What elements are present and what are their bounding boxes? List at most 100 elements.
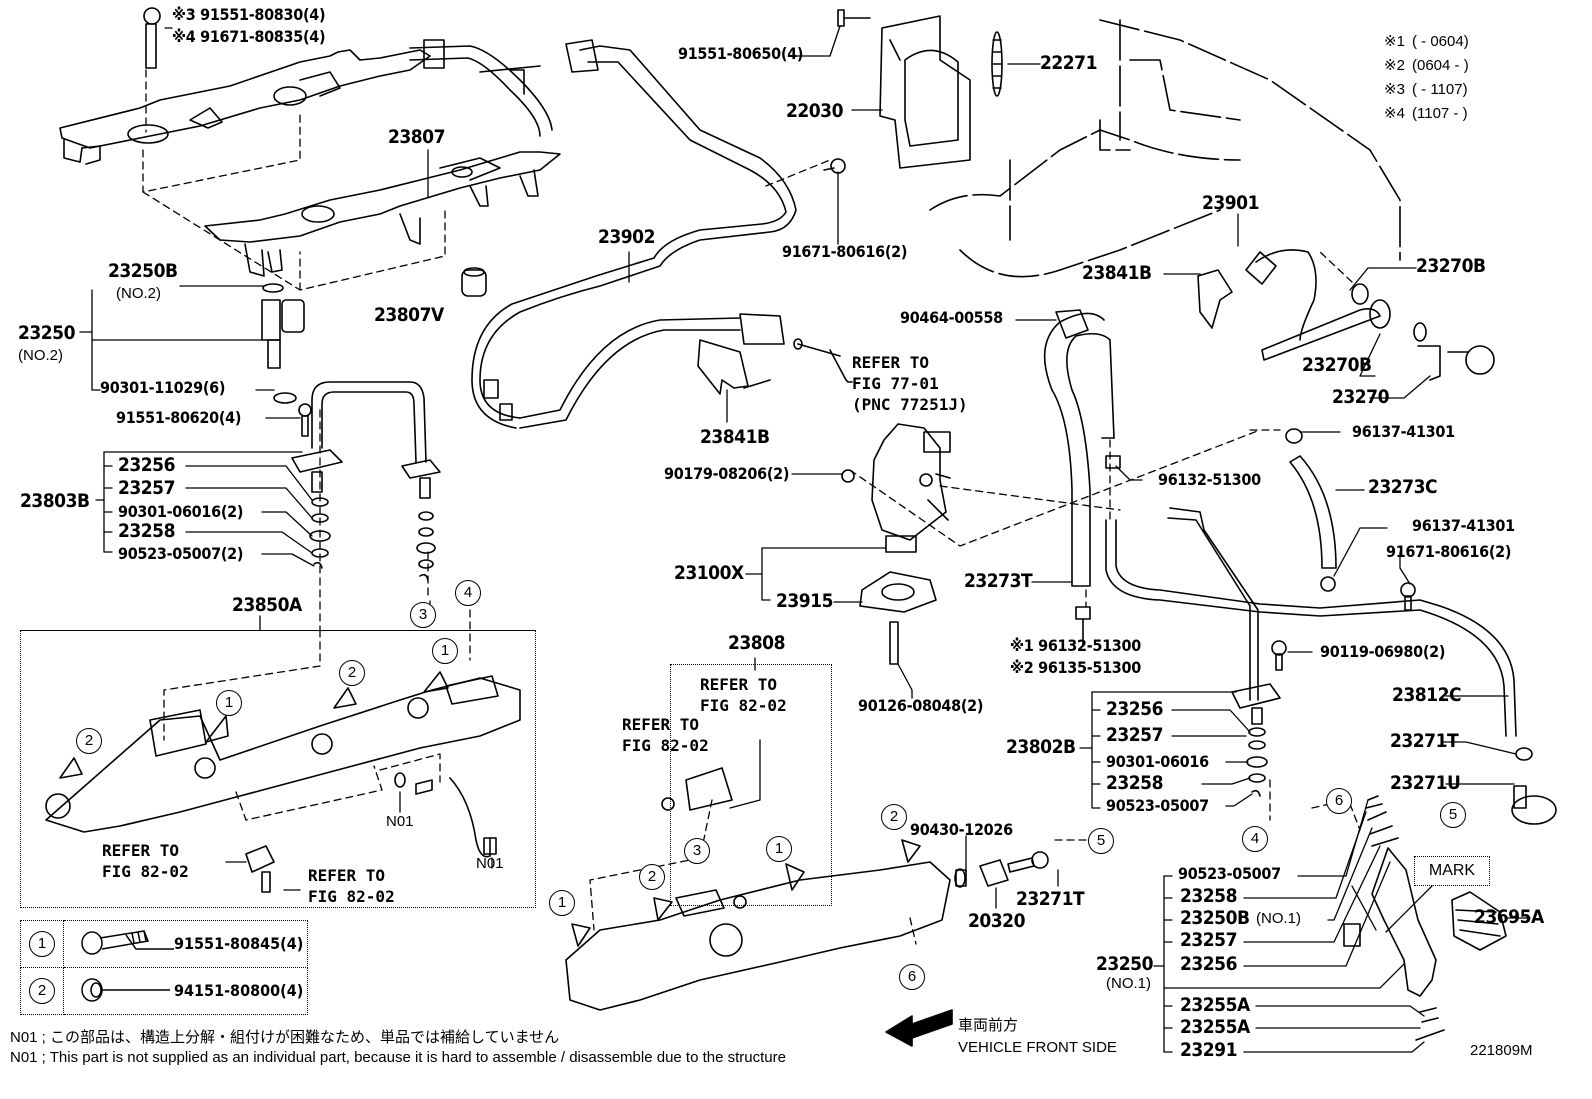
harness-bracket-upper <box>59 49 431 165</box>
legend-mark-4: ※4 <box>1384 105 1405 122</box>
label-23250b-no2: 23250B <box>108 260 178 282</box>
circle-ref-5: 5 <box>1440 802 1466 828</box>
label-23258-left: 23258 <box>118 520 175 542</box>
union-23271u <box>1511 785 1557 825</box>
label-23271t-b: 23271T <box>1016 888 1085 910</box>
legend-mark-3: ※3 <box>1384 81 1405 98</box>
label-90523-05007-right: 90523-05007 <box>1106 796 1209 815</box>
label-23902: 23902 <box>598 226 655 248</box>
label-23915: 23915 <box>776 590 833 612</box>
label-23250-no1: 23250 <box>1096 953 1153 975</box>
footnote-jp: N01 ; この部品は、構造上分解・組付けが困難なため、単品では補給していません <box>10 1029 560 1046</box>
label-23841b-right: 23841B <box>1082 262 1152 284</box>
label-23257-left: 23257 <box>118 477 175 499</box>
label-refer-82-02-c1: REFER TO <box>102 841 180 860</box>
gasket-22271 <box>991 31 1003 97</box>
label-20320: 20320 <box>968 910 1025 932</box>
label-inj-23255a-2: 23255A <box>1180 1016 1250 1038</box>
fuel-hose-23273t <box>1043 312 1115 587</box>
label-inj-23250b: 23250B <box>1180 907 1250 929</box>
clip-96132-51300-lower <box>1075 606 1091 647</box>
clip-23841b-left <box>697 339 771 395</box>
clamp-96137-41301-upper <box>1285 428 1303 444</box>
vehicle-front-arrow-icon <box>885 1009 953 1047</box>
intake-manifold <box>929 19 1401 278</box>
label-clamp-96137-41301-b: 96137-41301 <box>1412 516 1515 535</box>
label-22030: 22030 <box>786 100 843 122</box>
label-bolt-91671-80616-top: 91671-80616(2) <box>782 242 908 261</box>
label-bolt-91551-80620: 91551-80620(4) <box>116 408 242 427</box>
fuel-hose-23273c <box>1289 455 1337 569</box>
delivery-pipe-23850a-drawing <box>45 675 521 893</box>
label-n01-a: N01 <box>386 813 414 830</box>
label-nut-90179-08206: 90179-08206(2) <box>664 464 790 483</box>
figure-id: 221809M <box>1470 1042 1533 1059</box>
harness-bracket-lower <box>204 151 561 277</box>
legend-ref-cell: 1 <box>20 920 64 968</box>
clip-23271t <box>1515 747 1533 761</box>
label-refer-82-02-b2: FIG 82-02 <box>622 736 709 755</box>
nut-90179 <box>841 469 855 483</box>
vehicle-front-en: VEHICLE FRONT SIDE <box>958 1039 1117 1056</box>
clamp-96137-41301-lower <box>1320 576 1336 592</box>
label-inj-no1: (NO.1) <box>1256 910 1301 927</box>
label-oring-90430-12026: 90430-12026 <box>910 820 1013 839</box>
label-23901: 23901 <box>1202 192 1259 214</box>
clamp-90464 <box>1055 309 1089 339</box>
label-90301-06016-right: 90301-06016 <box>1106 752 1209 771</box>
circle-ref-1: 1 <box>766 836 792 862</box>
label-refer-82-02-a1: REFER TO <box>700 675 778 694</box>
pipe-77251j <box>793 338 853 383</box>
label-inj-23291: 23291 <box>1180 1039 1237 1061</box>
vehicle-front-jp: 車両前方 <box>958 1017 1019 1034</box>
legend-ref-number: 1 <box>29 931 55 957</box>
label-23100x: 23100X <box>674 562 744 584</box>
label-23256-left: 23256 <box>118 454 175 476</box>
label-23270b-a: 23270B <box>1416 255 1486 277</box>
label-no2-a: (NO.2) <box>116 285 161 302</box>
legend-ref-cell: 2 <box>20 967 64 1015</box>
label-23250-no2: 23250 <box>18 322 75 344</box>
circle-ref-2: 2 <box>76 728 102 754</box>
label-23273c: 23273C <box>1368 476 1438 498</box>
label-23812c: 23812C <box>1392 684 1462 706</box>
stud-90126 <box>889 621 899 665</box>
label-bolt-91551-80650: 91551-80650(4) <box>678 44 804 63</box>
label-23270: 23270 <box>1332 386 1389 408</box>
label-23841b-left: 23841B <box>700 426 770 448</box>
fuel-pipe-23812c <box>1105 507 1517 737</box>
label-bolt-91551-80830: ※3 91551-80830(4) <box>172 5 326 24</box>
label-refer-82-02-a2: FIG 82-02 <box>700 696 787 715</box>
fuel-hose-23901 <box>1245 249 1495 381</box>
legend-ref-number: 2 <box>29 978 55 1004</box>
label-refer-77-01-line3: (PNC 77251J) <box>852 395 968 414</box>
label-inj-90523-05007: 90523-05007 <box>1178 864 1281 883</box>
fuel-pipe-23802b <box>1231 640 1287 797</box>
label-clip-96132-51300-s1: ※1 96132-51300 <box>1010 636 1141 655</box>
clip-23841b-right <box>1197 269 1233 329</box>
legend-part-cell: 91551-80845(4) <box>63 920 308 968</box>
delivery-pipe-23808-drawing <box>565 767 1049 1011</box>
bolt-91671-80616-right <box>1400 582 1416 611</box>
circle-ref-3: 3 <box>410 602 436 628</box>
label-n01-b: N01 <box>476 855 504 872</box>
label-clip-96132-51300: 96132-51300 <box>1158 470 1261 489</box>
label-23802b: 23802B <box>1006 736 1076 758</box>
circle-ref-1: 1 <box>549 890 575 916</box>
label-23695a: 23695A <box>1474 906 1544 928</box>
label-refer-82-02-d2: FIG 82-02 <box>308 887 395 906</box>
assembly-box-23850a <box>20 630 536 908</box>
label-clamp-96137-41301-a: 96137-41301 <box>1352 422 1455 441</box>
circle-ref-6: 6 <box>899 964 925 990</box>
label-23807: 23807 <box>388 126 445 148</box>
label-23807v: 23807V <box>374 304 444 326</box>
label-inj-23255a-1: 23255A <box>1180 994 1250 1016</box>
throttle-body-22030 <box>837 9 971 169</box>
circle-ref-3: 3 <box>684 838 710 864</box>
label-22271: 22271 <box>1040 52 1097 74</box>
label-90301-06016-left: 90301-06016(2) <box>118 502 244 521</box>
circle-ref-4: 4 <box>455 580 481 606</box>
label-refer-82-02-b1: REFER TO <box>622 715 700 734</box>
legend-range-2: (0604 - ) <box>1412 57 1469 74</box>
